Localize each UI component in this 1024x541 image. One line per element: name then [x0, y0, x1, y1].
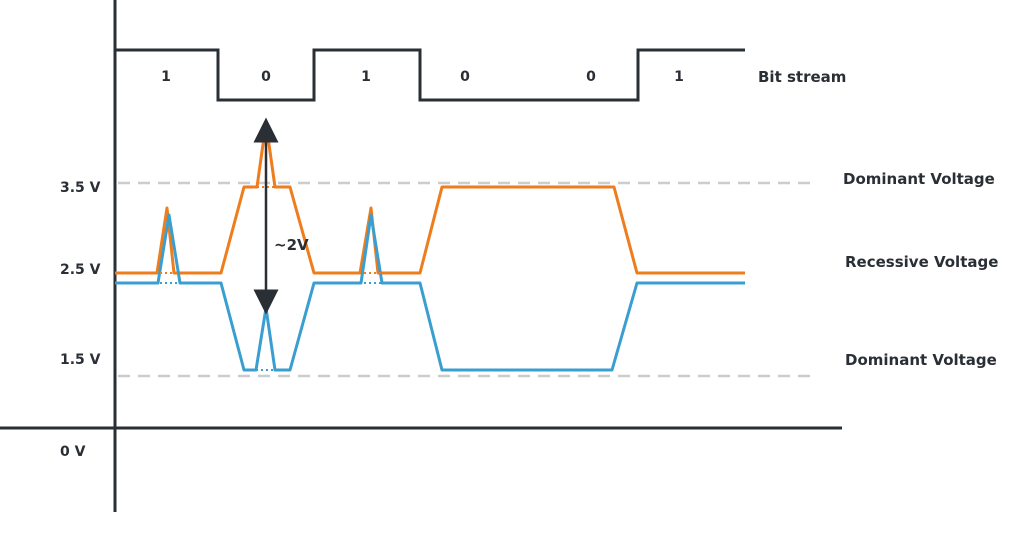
bit-label: 0	[261, 69, 271, 85]
bit-stream-label: Bit stream	[758, 68, 846, 86]
y-label-1.5v: 1.5 V	[60, 352, 101, 368]
y-label-3.5v: 3.5 V	[60, 180, 101, 196]
recessive-voltage-label: Recessive Voltage	[845, 253, 998, 271]
can-high-waveform	[115, 121, 745, 275]
bit-stream-waveform	[115, 48, 745, 102]
bit-label: 0	[460, 69, 470, 85]
bit-label: 0	[586, 69, 596, 85]
y-label-2.5v: 2.5 V	[60, 262, 101, 278]
differential-voltage-annotation: ~2V	[274, 236, 309, 254]
can-low-waveform	[115, 213, 745, 372]
bit-label: 1	[161, 69, 171, 85]
bit-label: 1	[674, 69, 684, 85]
dominant-voltage-high-label: Dominant Voltage	[843, 170, 995, 188]
dominant-voltage-low-label: Dominant Voltage	[845, 351, 997, 369]
bit-label: 1	[361, 69, 371, 85]
y-label-0v: 0 V	[60, 444, 86, 460]
